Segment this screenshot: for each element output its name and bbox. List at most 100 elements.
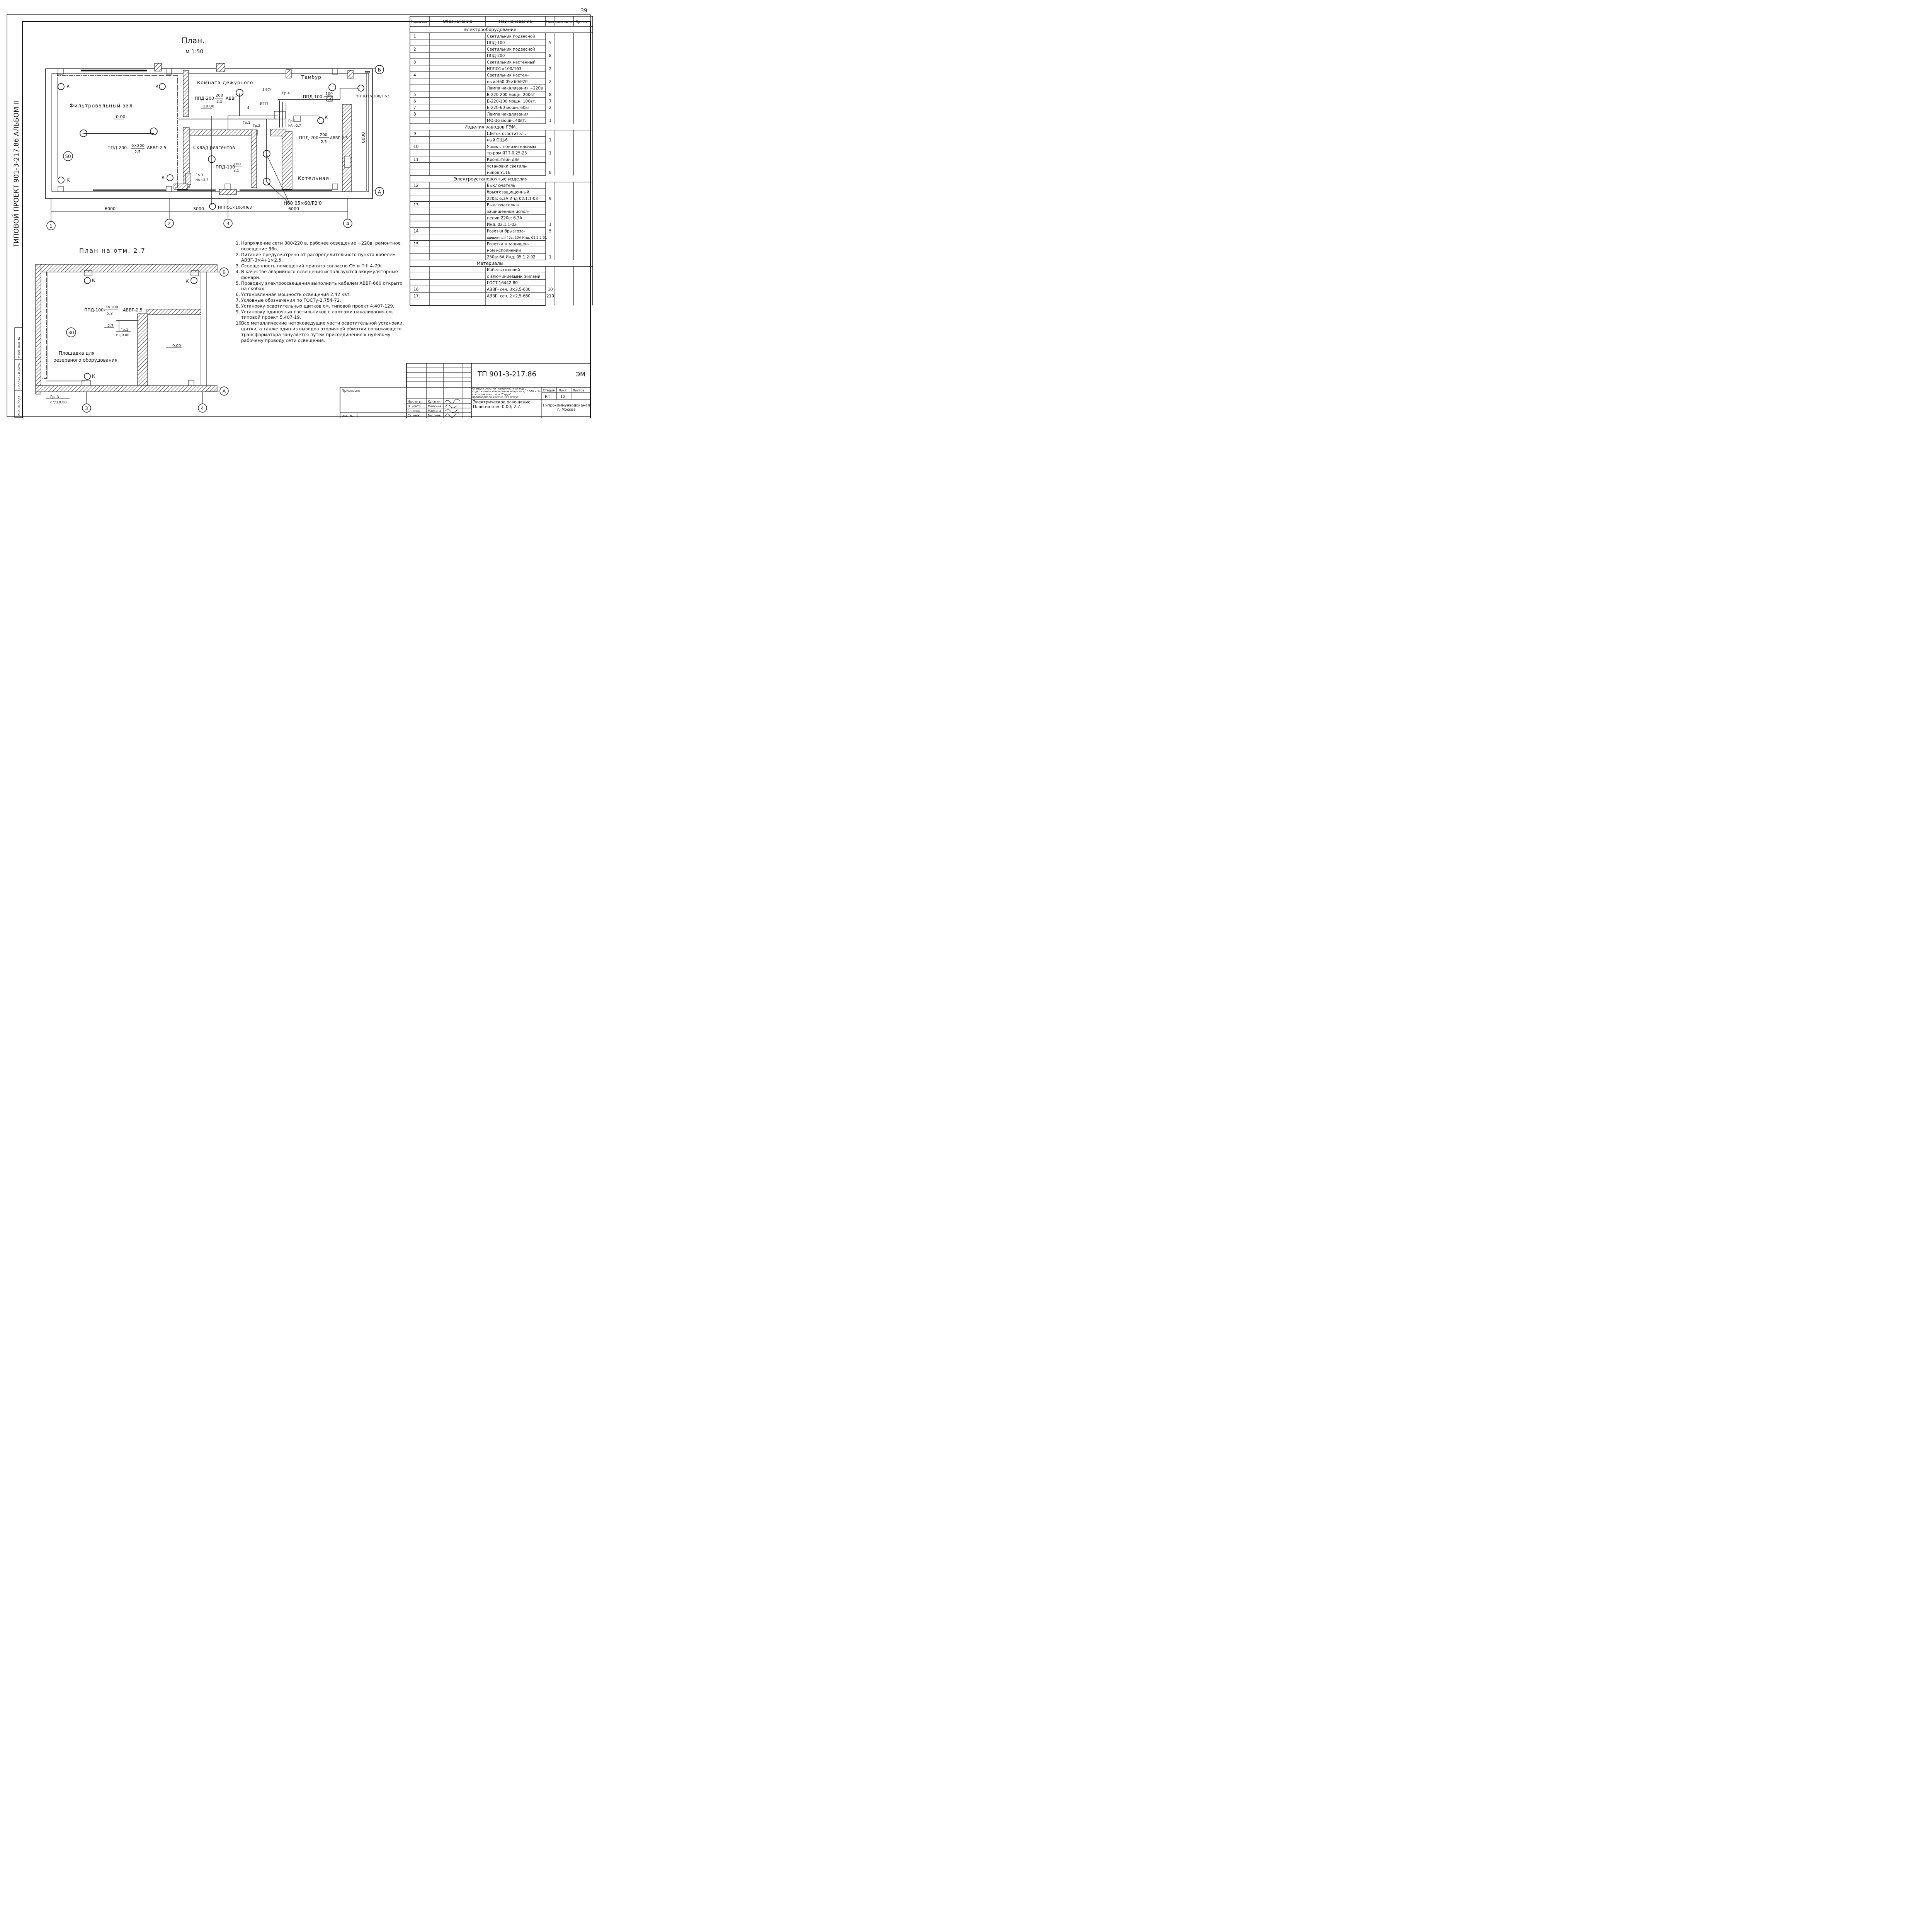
spec-name: ППД-200: [487, 54, 505, 58]
signature-3: [445, 409, 457, 413]
spec-name: Ящик с понизительным: [487, 145, 536, 149]
spec-pos: 5: [413, 93, 416, 97]
spec-qty: 10: [548, 287, 553, 292]
note-text: Все металлические нетоковедущие части ос…: [241, 320, 404, 343]
svg-text:Н. контр.: Н. контр.: [408, 405, 422, 408]
svg-text:Малкина: Малкина: [428, 405, 441, 408]
spec-name: Б-220-60 мощн. 60вт: [487, 106, 530, 110]
svg-text:К: К: [162, 175, 165, 180]
spec-section-title: Материалы.: [477, 260, 505, 266]
note-text: Установленная мощность освещения 2.42 кв…: [241, 292, 351, 298]
spec-qty: 7: [549, 99, 552, 104]
svg-text:К: К: [92, 374, 95, 379]
spec-name: Розетка брызгоза-: [487, 229, 525, 233]
album-label: ТИПОВОЙ ПРОЕКТ 901-3-217.86 АЛЬБОМ II: [12, 101, 20, 248]
upper-plan: План на отм. 2.7 К К К ППД-100- 3×100 5.…: [35, 247, 229, 413]
svg-text:ППД-100: ППД-100: [216, 165, 235, 170]
tb-org: Гипрокоммунводоканал г. Москва: [543, 403, 590, 412]
note-item: 5.Проводку электроосвещения выполнить ка…: [236, 281, 406, 292]
svg-text:с ▽0.00: с ▽0.00: [116, 333, 129, 337]
spec-section-title: Электрооборудование.: [464, 27, 518, 32]
spec-name: НППО1×100/П63: [487, 67, 522, 71]
spec-qty: 2: [549, 80, 552, 84]
note-text: Условные обозначения по ГОСТу-2.754-72.: [241, 297, 341, 303]
spec-name: нении 220в; 6,3А: [487, 216, 522, 221]
spec-name: Выключатель в: [487, 203, 519, 207]
svg-text:3: 3: [85, 406, 88, 411]
drawing-sheet: 3 9 ТИПОВОЙ ПРОЕКТ 901-3-217.86 АЛЬБОМ II…: [7, 8, 593, 418]
upper-room-name: Площадка для: [59, 350, 95, 356]
room-boiler: Котельная: [298, 176, 329, 182]
spec-header: Примеч.: [576, 20, 591, 24]
svg-text:6000: 6000: [361, 132, 366, 143]
svg-text:ППД-200-: ППД-200-: [299, 135, 320, 140]
svg-text:0.00: 0.00: [116, 114, 126, 119]
svg-text:Гр.1: Гр.1: [288, 119, 296, 123]
svg-text:2,5: 2,5: [233, 168, 240, 173]
note-number: 1.: [236, 240, 240, 246]
svg-text:30: 30: [68, 330, 74, 335]
svg-text:АВВГ-2.5: АВВГ-2.5: [147, 145, 167, 150]
tb-drawing-title: Электрическое освещение. План на отм. 0.…: [473, 400, 532, 409]
svg-text:3000: 3000: [193, 206, 204, 211]
spec-qty: 9: [549, 196, 552, 201]
note-item: 7.Условные обозначения по ГОСТу-2.754-72…: [236, 298, 406, 303]
svg-text:К: К: [155, 84, 159, 89]
note-text: Установку осветительных щитков см. типов…: [241, 303, 395, 309]
svg-text:Кулагин: Кулагин: [428, 400, 440, 403]
svg-text:5.2: 5.2: [107, 311, 113, 316]
spec-pos: 15: [413, 242, 418, 247]
spec-name: АВВГ- сеч. 3×2,5-600: [487, 288, 531, 292]
svg-text:Листов: Листов: [573, 389, 584, 392]
spec-header: Обозначение: [443, 19, 473, 24]
note-item: 2.Питание предусмотрено от распределител…: [236, 252, 406, 264]
svg-text:Н60 05×60/Р2'0: Н60 05×60/Р2'0: [284, 201, 322, 206]
svg-text:50: 50: [65, 154, 71, 159]
general-notes: 1.Напряжение сети 380/220 в, рабочее осв…: [236, 240, 406, 343]
note-number: 3.: [236, 263, 240, 269]
tb-code: ТП 901-3-217.86: [477, 370, 536, 378]
svg-text:Инв. №: Инв. №: [342, 415, 353, 418]
svg-text:НА ▽2,7: НА ▽2,7: [196, 178, 208, 182]
svg-text:АВВГ: АВВГ: [226, 96, 237, 101]
svg-text:200: 200: [320, 133, 327, 137]
spec-qty: 5: [549, 41, 552, 45]
spec-name: 220в; 6,3А Инд 02.1.1-03: [487, 197, 538, 201]
signature-1: [445, 399, 460, 403]
tb-project-desc: Станция очистки поверхностных вод с соде…: [472, 388, 541, 399]
svg-text:Стадия: Стадия: [543, 389, 555, 392]
note-item: 8.Установку осветительных щитков см. тип…: [236, 303, 406, 309]
spec-qty: 210: [546, 294, 554, 298]
note-text: Питание предусмотрено от распределительн…: [241, 252, 396, 263]
svg-text:Гр.2: Гр.2: [253, 124, 260, 128]
spec-qty: 1: [549, 119, 552, 123]
spec-qty: 5: [549, 229, 552, 233]
svg-text:НА ▽2.7: НА ▽2.7: [288, 124, 301, 128]
spec-name: МО-36 мощн. 40вт.: [487, 119, 526, 123]
svg-text:К: К: [325, 115, 328, 120]
spec-qty: 8: [549, 54, 552, 58]
svg-text:4: 4: [201, 406, 204, 411]
svg-text:Гр.3: Гр.3: [196, 173, 203, 177]
svg-text:100: 100: [325, 92, 333, 96]
svg-text:К: К: [92, 278, 95, 283]
note-item: 1.Напряжение сети 380/220 в, рабочее осв…: [236, 240, 406, 252]
spec-name: АВВГ- сеч. 2×2,5-660: [487, 294, 531, 298]
signature-2: [445, 405, 457, 408]
spec-pos: 10: [413, 145, 418, 149]
spec-name: ном исполнении: [487, 249, 521, 253]
spec-name: Светильник настен-: [487, 73, 529, 78]
main-plan: План. м 1:50: [45, 36, 389, 230]
note-number: 10.: [236, 320, 243, 326]
room-vestibule: Тамбур: [301, 75, 321, 80]
svg-text:Лист: Лист: [559, 389, 567, 392]
spec-pos: 3: [413, 60, 416, 65]
spec-qty: 1: [549, 151, 552, 156]
note-number: 5.: [236, 280, 240, 286]
spec-pos: 7: [413, 105, 416, 110]
spec-name: с алюминиевыми жилами: [487, 275, 540, 279]
signature-4: [445, 412, 459, 418]
plan-title: План.: [182, 36, 205, 45]
svg-text:100: 100: [233, 162, 241, 167]
